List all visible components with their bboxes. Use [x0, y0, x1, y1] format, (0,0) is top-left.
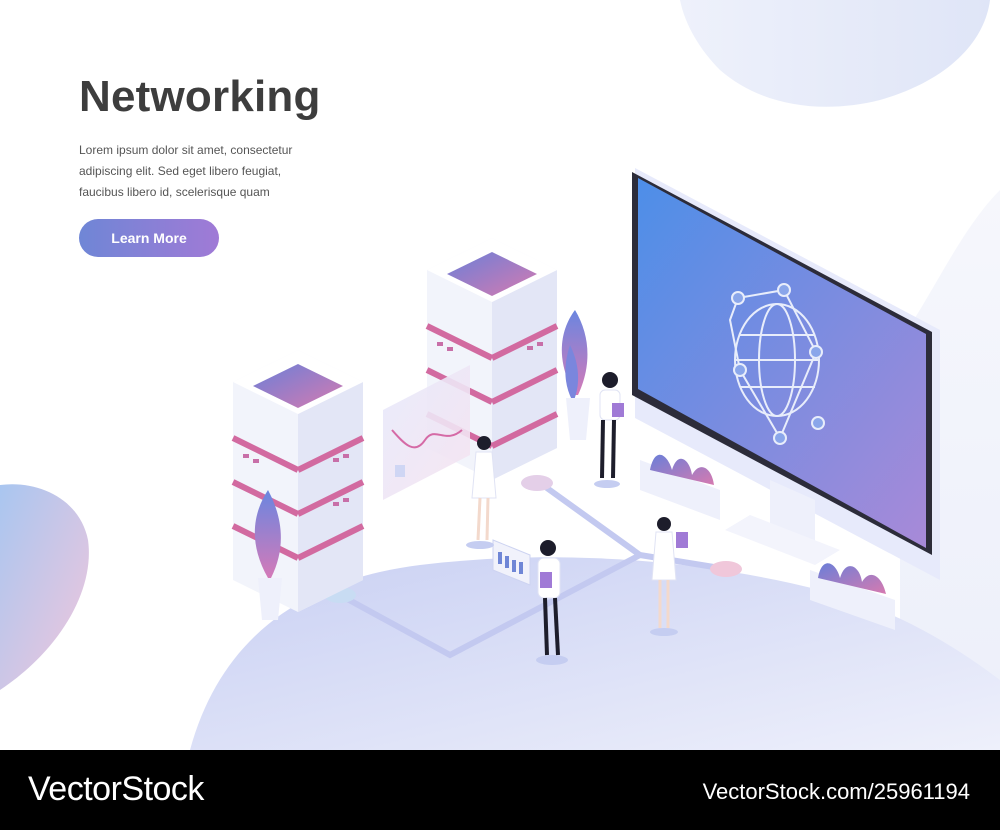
person-icon: [594, 372, 624, 488]
monitor-icon: [632, 168, 940, 580]
hero-description-line: adipiscing elit. Sed eget libero feugiat…: [79, 164, 282, 178]
chart-panel-icon: [383, 365, 470, 500]
planter-icon: [810, 563, 895, 630]
watermark-footer: VectorStock VectorStock.com/25961194: [0, 750, 1000, 830]
person-icon: [650, 517, 688, 636]
top-right-blob: [680, 0, 990, 107]
footer-brand: VectorStock: [28, 770, 204, 808]
cable-node: [521, 475, 553, 491]
cable-node: [710, 561, 742, 577]
chart-panel-icon: [492, 539, 531, 586]
hero-description-line: faucibus libero id, scelerisque quam: [79, 185, 270, 199]
plant-icon: [254, 490, 282, 620]
page-title: Networking: [79, 72, 321, 121]
hero-description-line: Lorem ipsum dolor sit amet, consectetur: [79, 143, 293, 157]
hero-description: Lorem ipsum dolor sit amet, consectetur …: [79, 140, 329, 203]
left-blob: [0, 484, 89, 690]
floor-blob: [190, 557, 1000, 750]
footer-image-id: VectorStock.com/25961194: [702, 779, 970, 804]
planter-icon: [640, 454, 720, 520]
illustration-canvas: Networking Lorem ipsum dolor sit amet, c…: [0, 0, 1000, 750]
server-rack-icon: [231, 350, 365, 612]
networking-illustration: [231, 168, 940, 665]
learn-more-button[interactable]: Learn More: [79, 219, 219, 257]
person-icon: [466, 436, 497, 549]
globe-network-icon: [728, 283, 825, 445]
plant-icon: [561, 310, 590, 440]
person-icon: [536, 540, 568, 665]
